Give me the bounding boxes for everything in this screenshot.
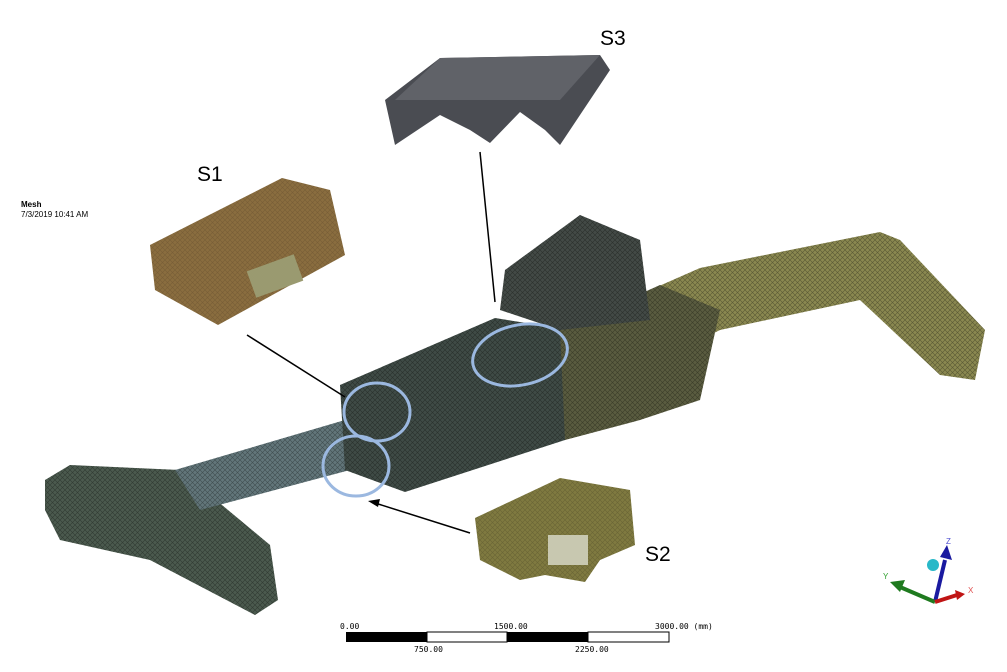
label-s1: S1 [197, 163, 223, 186]
left-end-bracket [45, 465, 278, 615]
highlight-circle-s3 [471, 322, 569, 388]
left-beam [175, 420, 350, 510]
highlight-circle-s2 [321, 434, 391, 498]
part-s3 [385, 55, 610, 145]
scale-tick-1500: 1500.00 [494, 622, 528, 631]
label-s3: S3 [600, 27, 626, 50]
s1-leader-line [246, 334, 346, 398]
triad-y-label: Y [883, 572, 889, 581]
part-s2 [475, 478, 635, 582]
scale-tick-3000: 3000.00 (mm) [655, 622, 713, 631]
viewport-title: Mesh [21, 200, 42, 209]
scale-tick-2250: 2250.00 [575, 645, 609, 654]
label-s2: S2 [645, 543, 671, 566]
s2-arrow-head-icon [368, 499, 380, 507]
viewport-timestamp: 7/3/2019 10:41 AM [21, 210, 89, 219]
scale-tick-750: 750.00 [414, 645, 443, 654]
central-box-beam [340, 215, 720, 492]
triad-x-label: X [968, 586, 974, 595]
right-beam [650, 232, 985, 380]
scale-bar [346, 631, 670, 643]
triad-z-label: Z [946, 537, 951, 546]
s3-leader-line [479, 151, 496, 303]
scale-tick-0: 0.00 [340, 622, 360, 631]
part-s1 [150, 178, 345, 325]
s2-arrow [374, 502, 471, 534]
axis-triad-icon [890, 545, 965, 604]
